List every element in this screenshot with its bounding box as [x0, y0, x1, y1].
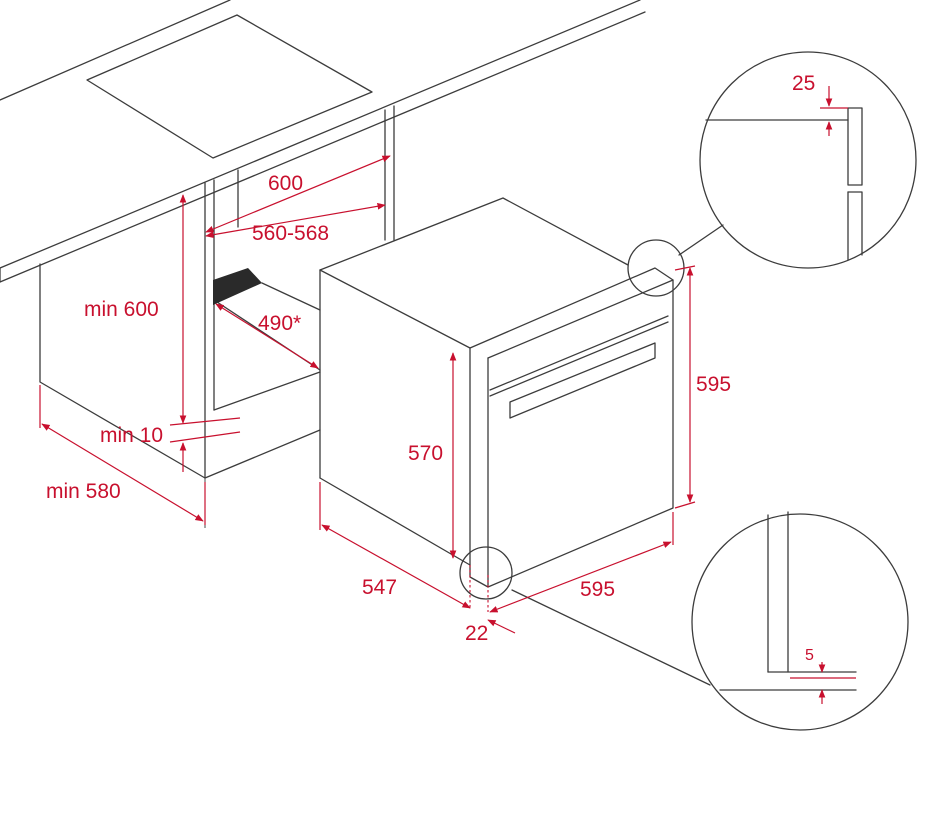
dim-line-min-580	[41, 423, 204, 522]
hob-cooktop	[86, 14, 373, 159]
label-min-600: min 600	[84, 298, 159, 321]
oven-control-panel	[489, 315, 669, 397]
detail-circle-bottom	[459, 511, 909, 731]
label-600: 600	[268, 172, 303, 195]
ventilation-slot	[213, 268, 262, 305]
label-490: 490*	[258, 312, 301, 335]
label-547-depth: 547	[362, 576, 397, 599]
dim-line-560-568	[205, 202, 386, 239]
label-595-width: 595	[580, 578, 615, 601]
label-5: 5	[805, 647, 814, 664]
dim-line-22	[487, 619, 516, 634]
dim-line-490	[215, 303, 319, 369]
label-595-height: 595	[696, 373, 731, 396]
oven-body	[319, 197, 629, 566]
countertop	[0, 0, 646, 283]
dim-line-547-depth	[321, 524, 471, 609]
oven-handle	[509, 342, 656, 419]
label-min-10: min 10	[100, 424, 163, 447]
oven-front-frame	[469, 267, 674, 588]
dim-line-595-width	[489, 541, 672, 613]
label-560-568: 560-568	[252, 222, 329, 245]
label-min-580: min 580	[46, 480, 121, 503]
label-25: 25	[792, 72, 815, 95]
detail-circle-top	[627, 51, 917, 297]
label-22: 22	[465, 622, 488, 645]
label-570-height: 570	[408, 442, 443, 465]
